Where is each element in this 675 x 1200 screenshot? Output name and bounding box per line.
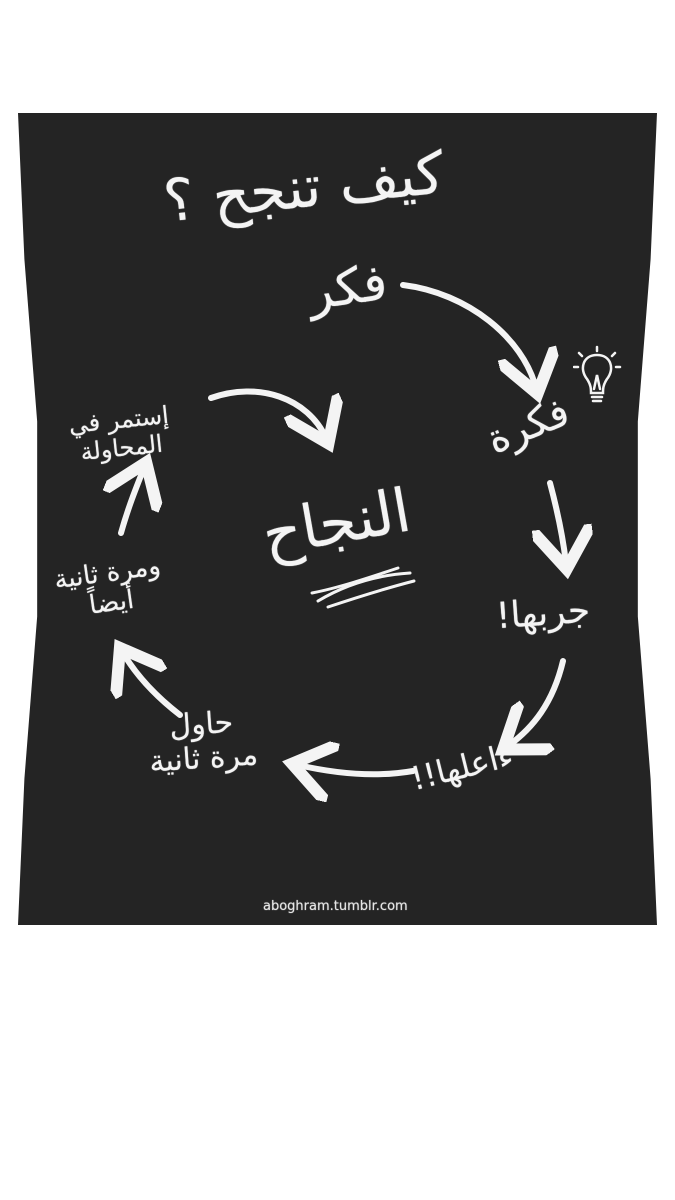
step-try: جربها!	[494, 589, 592, 638]
cycle-arrows	[18, 282, 657, 925]
step-try-again: حاول مرة ثانية	[146, 704, 259, 780]
step-keep-trying: إستمر في المحاولة	[67, 401, 173, 467]
arrow-idea-to-try	[550, 480, 566, 563]
arrow-fail-to-again	[298, 765, 416, 774]
arrow-try-to-fail	[508, 658, 566, 746]
underline-scribble	[310, 566, 416, 609]
chalkboard: كيف تنجح ؟ فكر فكرة جربها! ءاعلها!! حاول…	[18, 113, 657, 925]
arrow-again2-to-keep	[121, 468, 144, 536]
arrow-think-to-idea	[400, 282, 536, 388]
step-think: فكر	[304, 252, 391, 322]
arrow-again-to-again2	[123, 653, 183, 718]
arrow-keep-to-success	[208, 388, 326, 438]
watermark: aboghram.tumblr.com	[263, 899, 408, 914]
